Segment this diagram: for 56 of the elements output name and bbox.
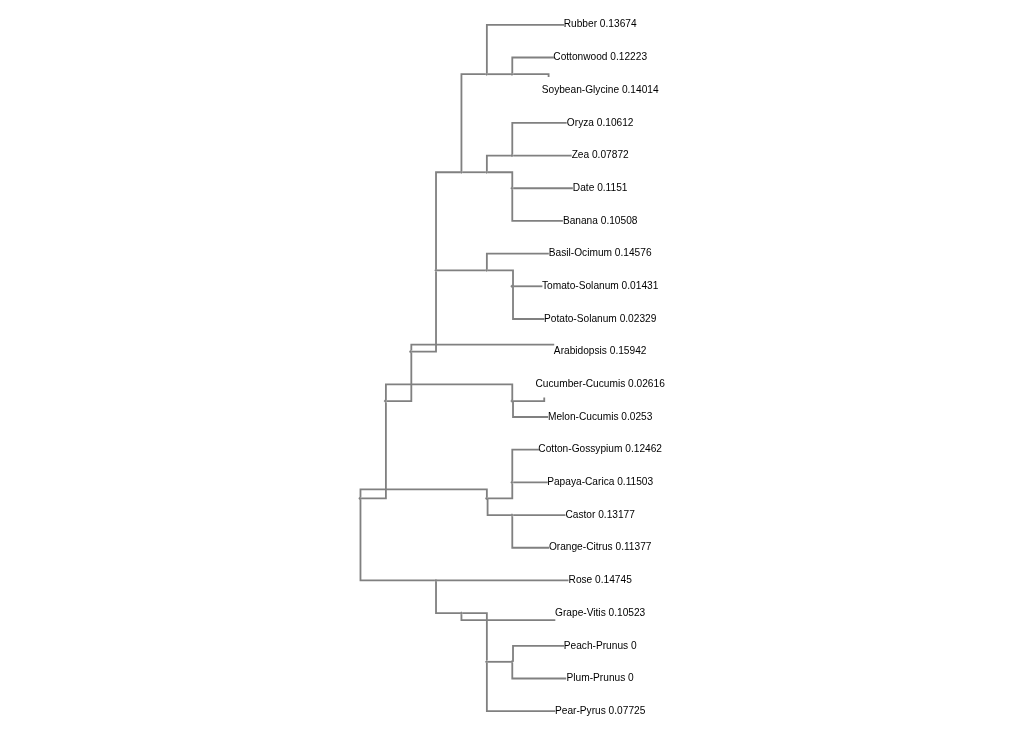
node-text: Zea 0.07872: [571, 149, 629, 161]
node-text: Melon-Cucumis 0.0253: [547, 410, 652, 422]
node-text: Tomato-Solanum 0.01431: [541, 279, 658, 291]
node-text: Arabidopsis 0.15942: [553, 345, 646, 357]
connector: [359, 498, 436, 582]
node-point: [510, 399, 513, 403]
node-point: [484, 496, 488, 500]
node-point: [434, 579, 437, 582]
connector: [486, 73, 512, 76]
node-point: [510, 284, 513, 288]
node-text: Papaya-Carica 0.11503: [546, 476, 653, 488]
node-point: [510, 186, 513, 190]
node-point: [459, 170, 463, 174]
node-text: Cotton-Gossypium 0.12462: [537, 443, 662, 455]
node-text: Soybean-Glycine 0.14014: [541, 83, 659, 95]
connector: [460, 171, 486, 174]
node-text: Grape-Vitis 0.10523: [554, 606, 645, 618]
node-text: Peach-Prunus 0: [563, 639, 637, 651]
node-text: Basil-Ocimum 0.14576: [548, 247, 652, 259]
connector: [510, 56, 555, 74]
connector: [485, 154, 512, 173]
node-point: [459, 611, 463, 615]
node-point: [510, 154, 513, 157]
connector: [409, 343, 555, 352]
connector: [511, 396, 545, 402]
connector: [435, 579, 569, 582]
node-point: [484, 170, 488, 174]
node-text: Date 0.1151: [572, 181, 627, 193]
connector: [511, 400, 549, 418]
node-point: [383, 399, 387, 403]
node-text: Rose 0.14745: [568, 574, 632, 586]
node-point: [510, 481, 513, 484]
node-point: [358, 496, 361, 500]
node-text: Banana 0.10508: [562, 214, 637, 226]
node-text: Potato-Solanum 0.02329: [543, 312, 656, 324]
node-text: Castor 0.13177: [564, 508, 635, 520]
node-text: Orange-Citrus 0.11377: [548, 541, 651, 553]
node-text: Cottonwood 0.12223: [552, 51, 647, 63]
connector: [485, 252, 550, 271]
node-point: [484, 72, 488, 76]
node-point: [408, 350, 412, 354]
node-text: Oryza 0.10612: [566, 116, 633, 128]
node-point: [510, 72, 513, 76]
node-text: Rubber 0.13674: [563, 18, 637, 30]
node-text: Pear-Pyrus 0.07725: [554, 704, 645, 716]
node-point: [484, 268, 488, 272]
connector: [511, 73, 549, 78]
connector: [510, 121, 568, 156]
node-point: [484, 660, 488, 664]
connector: [511, 154, 573, 157]
node-point: [434, 268, 437, 272]
connector: [359, 488, 488, 499]
node-text: Plum-Prunus 0: [566, 672, 634, 684]
connector: [460, 73, 486, 173]
node-text: Cucumber-Cucumis 0.02616: [535, 378, 665, 390]
connector: [485, 23, 565, 75]
